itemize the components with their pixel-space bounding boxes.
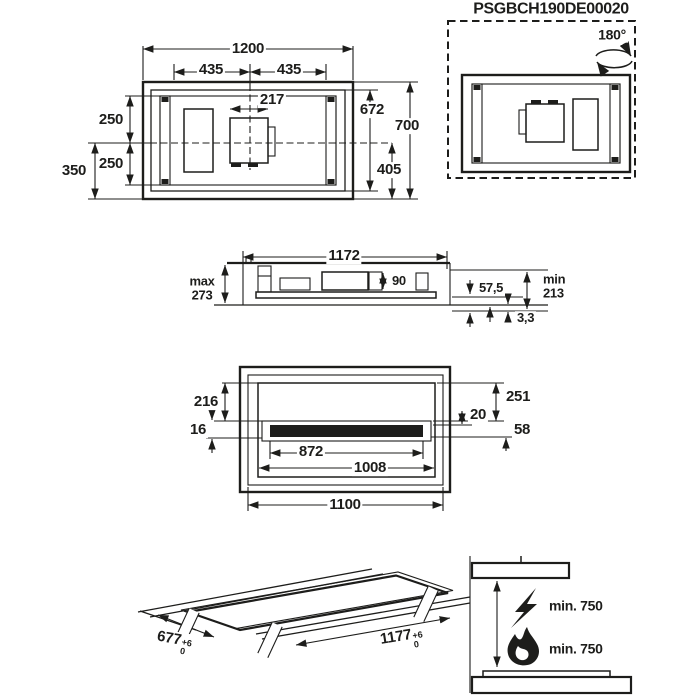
break-mark [257,622,283,658]
dim-lower-offset: 250 [96,155,126,173]
side-view [214,251,548,327]
dim-bottom-gap: 58 [512,421,533,439]
dim-total-depth: 700 [392,117,422,135]
dim-width-total: 1200 [229,40,267,58]
electrical-clearance-label: min. 750 [547,597,605,614]
dim-glass-thickness: 3,3 [515,310,537,326]
dim-frame-width: 1100 [327,496,363,514]
rotation-icon [595,41,633,77]
gas-clearance-label: min. 750 [547,640,605,657]
dim-slot-gap: 20 [467,406,489,424]
dim-width-left: 435 [196,61,226,79]
rotation-label: 180° [596,26,628,43]
plan-view [88,45,418,201]
dim-bottom-offset: 350 [59,162,89,180]
clearance-view [469,556,633,695]
dim-lower-depth: 405 [374,161,404,179]
break-mark [413,586,439,622]
dim-slot-height: 16 [187,421,209,439]
worktop-view [137,568,471,658]
dim-duct-width: 217 [257,91,287,109]
dim-slot-width: 872 [296,443,326,461]
dim-upper-offset: 250 [96,111,126,129]
dim-top-inset: 216 [191,393,221,411]
frame-view [206,365,512,511]
dim-recess-depth: 57,5 [477,280,506,296]
dim-right-inset: 251 [504,388,533,406]
dim-width-right: 435 [274,61,304,79]
lightning-icon [511,588,537,628]
dim-body-width: 1172 [326,247,362,265]
rotated-view [447,20,636,179]
part-number: PSGBCH190DE00020 [471,0,631,19]
flame-icon [507,627,539,666]
dim-duct: 90 [390,273,408,289]
dim-inner-depth: 672 [357,101,387,119]
dim-opening-width: 1008 [351,459,389,477]
